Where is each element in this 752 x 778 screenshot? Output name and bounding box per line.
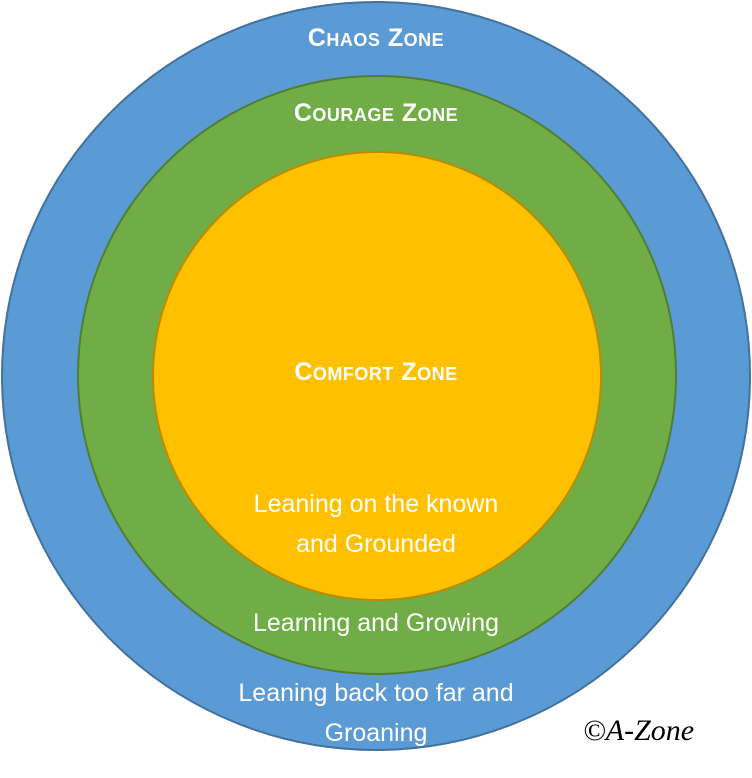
chaos-zone-description-line-1: Leaning back too far and xyxy=(238,679,514,707)
courage-zone-title: Courage Zone xyxy=(293,99,459,127)
comfort-zone-title: Comfort Zone xyxy=(294,358,458,386)
comfort-zone-description-line-2: and Grounded xyxy=(296,530,456,558)
comfort-zone-circle xyxy=(152,151,602,601)
comfort-zone-description-line-1: Leaning on the known xyxy=(253,490,499,518)
chaos-zone-description-line-2: Groaning xyxy=(324,719,428,747)
courage-zone-description: Learning and Growing xyxy=(253,609,499,637)
copyright-notice: ©A-Zone xyxy=(583,714,695,747)
chaos-zone-title: Chaos Zone xyxy=(307,24,445,52)
